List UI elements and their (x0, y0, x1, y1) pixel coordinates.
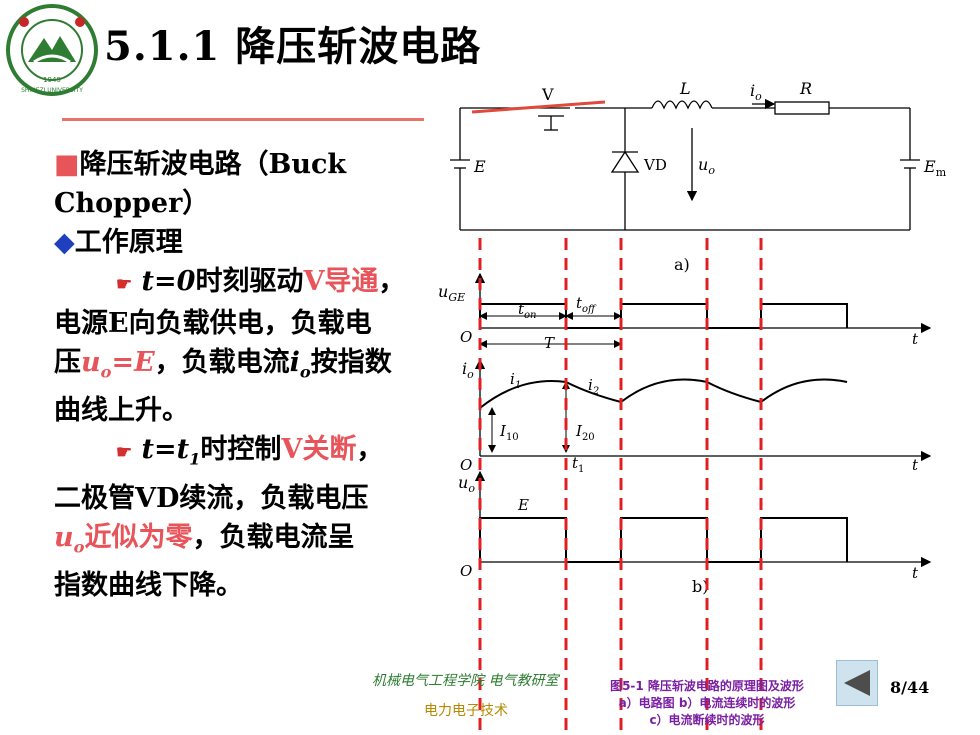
p1-line1: ☛ t=0时刻驱动V导通， (54, 262, 446, 304)
footer-course: 电力电子技术 (424, 703, 508, 719)
p2-line2: 二极管VD续流，负载电压 (54, 482, 369, 514)
label-R: R (799, 79, 812, 98)
axis-uGE: uGE (438, 282, 465, 304)
left-triangle-icon (844, 670, 870, 696)
axis-io: io (462, 359, 474, 381)
label-E-wave: E (517, 496, 529, 514)
page-number: 8/44 (890, 678, 930, 697)
body-text: ■降压斩波电路（Buck Chopper） ◆工作原理 ☛ t=0时刻驱动V导通… (54, 145, 446, 605)
square-bullet-icon: ■ (54, 149, 80, 180)
buck-chopper-figure: V L io R E VD uo Em a) uGE ton to (430, 72, 980, 735)
label-i2: i2 (588, 376, 599, 397)
p2-line1: ☛ t=t1时控制V关断， (54, 430, 446, 478)
io-waveform (479, 378, 848, 409)
label-VD: VD (643, 156, 667, 174)
label-L: L (679, 79, 691, 98)
origin-3: O (460, 562, 472, 580)
label-V: V (541, 85, 554, 104)
principle-line: ◆工作原理 (54, 227, 183, 258)
p2-line4: 指数曲线下降。 (54, 570, 243, 602)
label-I20: I20 (575, 422, 595, 443)
university-logo: 1949 SHIHEZI UNIVERSITY (4, 2, 100, 98)
heading-line2: Chopper） (54, 188, 210, 219)
logo-year: 1949 (43, 76, 61, 84)
p2-line3: uo近似为零，负载电流呈 (54, 521, 355, 557)
circuit-diagram (450, 98, 920, 231)
previous-slide-button[interactable] (836, 660, 878, 706)
label-toff: toff (576, 294, 597, 315)
title-divider (62, 118, 424, 121)
red-dashed-time-guides (478, 238, 763, 735)
axis-t-3: t (912, 564, 919, 582)
switch-highlight-stroke (471, 100, 606, 114)
logo-name: SHIHEZI UNIVERSITY (21, 87, 83, 94)
uGE-waveform (479, 303, 848, 329)
label-t1: t1 (572, 454, 584, 475)
uo-waveform (479, 517, 848, 563)
pointer-hand-icon: ☛ (116, 442, 133, 464)
p1-line3: 压uo=E，负载电流io按指数 (54, 347, 392, 382)
label-T: T (544, 334, 555, 352)
axis-uo: uo (458, 473, 475, 495)
label-a: a) (674, 255, 690, 274)
heading-line1: ■降压斩波电路（Buck (54, 149, 347, 180)
label-E: E (473, 157, 486, 176)
page-title: 5.1.1 降压斩波电路 (104, 23, 482, 70)
figure-caption: 图5-1 降压斩波电路的原理图及波形 a）电路图 b）电流连续时的波形 c）电流… (610, 679, 804, 727)
axis-t-1: t (912, 330, 919, 348)
label-b: b) (692, 577, 708, 596)
label-I10: I10 (499, 422, 519, 443)
pointer-hand-icon: ☛ (116, 274, 133, 295)
p1-line2: 电源E向负载供电，负载电 (54, 308, 372, 339)
label-ton: ton (518, 300, 537, 321)
label-io: io (750, 81, 762, 103)
origin-1: O (460, 328, 472, 346)
axis-t-2: t (912, 456, 919, 474)
footer-department: 机械电气工程学院 电气教研室 (372, 673, 559, 689)
label-uo: uo (698, 155, 715, 177)
origin-2: O (460, 456, 472, 474)
label-Em: Em (923, 157, 947, 179)
diamond-bullet-icon: ◆ (54, 227, 75, 258)
p1-line4: 曲线上升。 (54, 395, 189, 427)
label-i1: i1 (510, 370, 521, 391)
figure-svg: V L io R E VD uo Em a) uGE ton to (438, 79, 947, 735)
